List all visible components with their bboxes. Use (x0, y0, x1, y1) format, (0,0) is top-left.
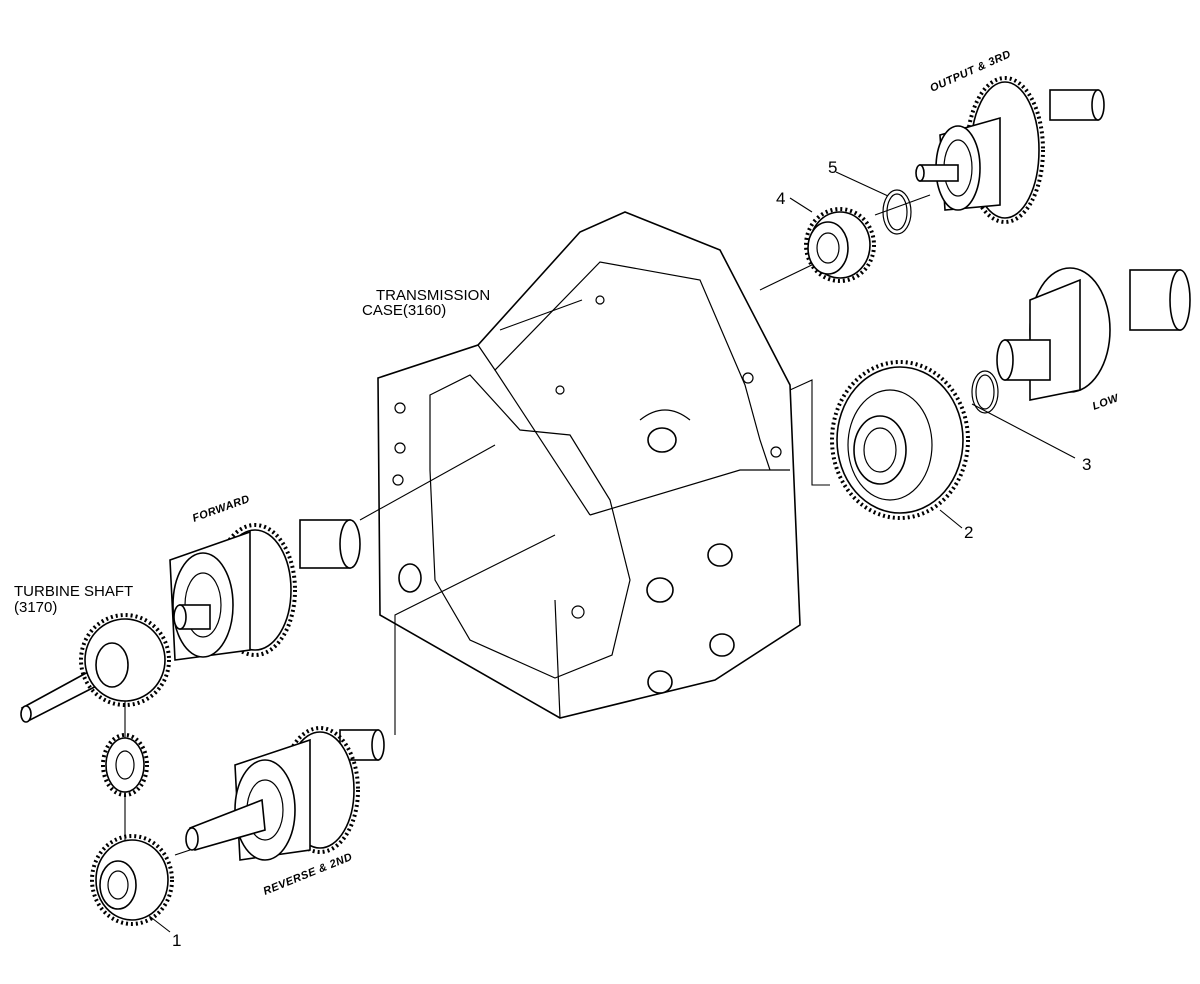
label-transmission-case-line1: TRANSMISSION (376, 287, 490, 304)
snap-ring-part-5 (882, 189, 912, 235)
callout-5: 5 (828, 158, 837, 177)
callout-1: 1 (172, 931, 181, 950)
forward-clutch (169, 519, 361, 661)
gear-part-1 (90, 834, 174, 926)
label-transmission-case-line2: CASE(3160) (362, 302, 446, 319)
label-low: LOW (1091, 392, 1122, 413)
gear-part-2 (830, 360, 970, 520)
callout-3: 3 (1082, 455, 1091, 474)
label-forward: FORWARD (191, 493, 252, 525)
label-reverse-2nd: REVERSE & 2ND (262, 851, 355, 898)
label-turbine-shaft-line1: TURBINE SHAFT (14, 583, 133, 600)
callout-2: 2 (964, 523, 973, 542)
label-turbine-shaft-line2: (3170) (14, 599, 57, 616)
label-transmission-case: TRANSMISSION CASE(3160) (362, 287, 490, 319)
turbine-shaft (20, 613, 171, 723)
reverse-2nd-clutch (185, 726, 385, 861)
callout-4: 4 (776, 189, 785, 208)
transmission-case (377, 211, 801, 719)
output-3rd-clutch (915, 76, 1105, 224)
idler-gear (101, 733, 149, 797)
low-clutch (996, 267, 1191, 401)
gear-part-4 (804, 207, 876, 283)
snap-ring-part-3 (971, 370, 999, 414)
label-turbine-shaft: TURBINE SHAFT (3170) (14, 583, 133, 616)
